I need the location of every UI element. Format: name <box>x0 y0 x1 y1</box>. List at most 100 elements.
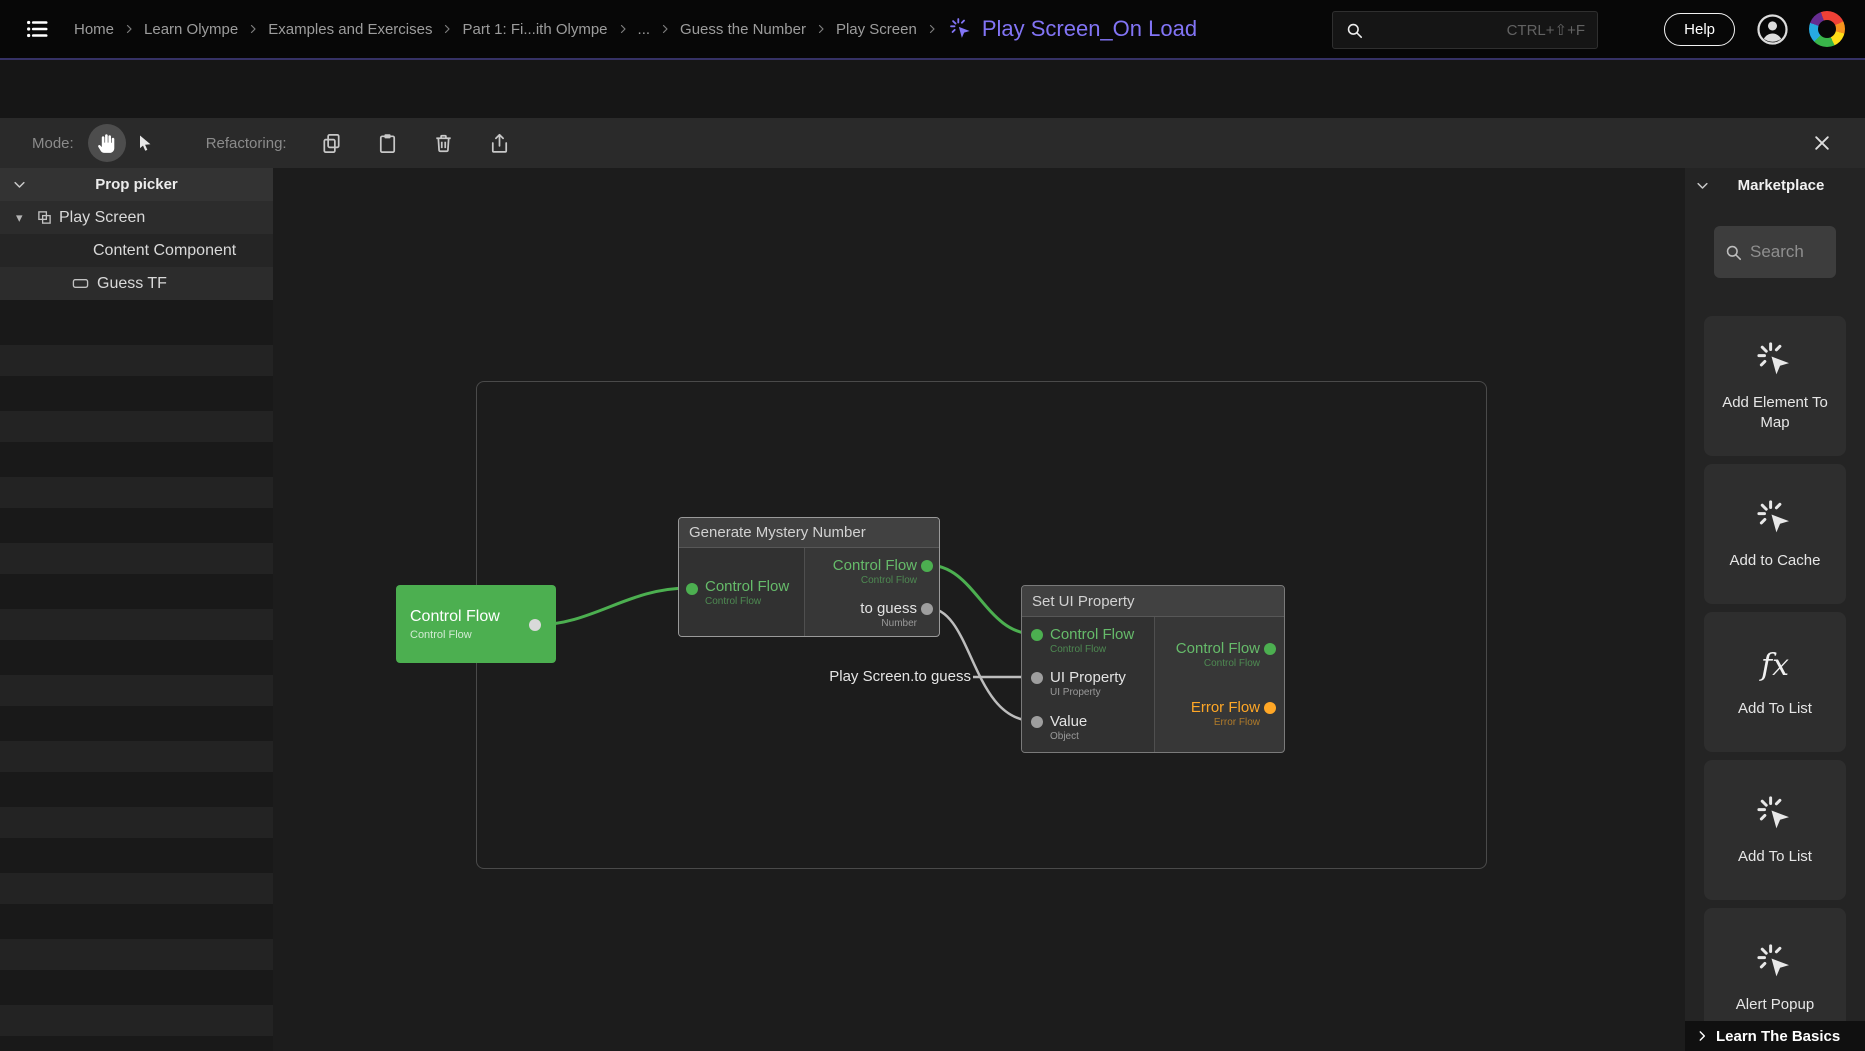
marketplace-title: Marketplace <box>1737 176 1825 194</box>
breadcrumb-item[interactable]: ... <box>637 20 651 38</box>
value-annotation[interactable]: Play Screen.to guess <box>829 668 971 685</box>
fx-icon: fx <box>1760 647 1790 683</box>
breadcrumb-item[interactable]: Learn Olympe <box>144 20 239 38</box>
marketplace-card-add-element-to-map[interactable]: Add Element To Map <box>1704 316 1846 456</box>
chevron-right-icon <box>1695 1029 1709 1043</box>
learn-the-basics-label: Learn The Basics <box>1716 1027 1841 1045</box>
search-input[interactable] <box>1372 21 1499 39</box>
app-logo[interactable] <box>1809 11 1845 47</box>
node-control-flow-start[interactable]: Control Flow Control Flow <box>396 585 556 663</box>
port-output-control-flow: Control Flow Control Flow <box>832 557 917 586</box>
tree-item-play-screen[interactable]: ▾ Play Screen <box>0 201 273 234</box>
port-dot-input[interactable] <box>686 583 698 595</box>
prop-picker-panel: Prop picker ▾ Play Screen Content Compon… <box>0 168 273 1051</box>
pan-tool-button[interactable] <box>87 124 126 162</box>
help-button[interactable]: Help <box>1664 12 1735 46</box>
breadcrumb-item[interactable]: Examples and Exercises <box>268 20 433 38</box>
export-button[interactable] <box>485 128 515 158</box>
port-dot-output[interactable] <box>1264 702 1276 714</box>
tree-item-label: Content Component <box>93 241 237 259</box>
port-output-error-flow: Error Flow Error Flow <box>1190 699 1260 728</box>
breadcrumb-item[interactable]: Play Screen <box>835 20 917 38</box>
avatar-icon <box>1756 13 1788 45</box>
textfield-icon <box>72 279 89 288</box>
port-dot-output[interactable] <box>529 619 541 631</box>
search-icon <box>1345 21 1364 40</box>
cursor-click-icon <box>1754 793 1796 835</box>
marketplace-card-add-to-cache[interactable]: Add to Cache <box>1704 464 1846 604</box>
port-input-control-flow: Control Flow Control Flow <box>705 578 790 607</box>
chevron-right-icon <box>659 23 671 35</box>
marketplace-card-add-to-list[interactable]: fx Add To List <box>1704 612 1846 752</box>
menu-icon <box>27 20 48 38</box>
port-dot-input[interactable] <box>1031 672 1043 684</box>
close-editor-button[interactable] <box>1805 126 1839 160</box>
card-label: Alert Popup <box>1735 995 1815 1013</box>
expand-caret-icon[interactable]: ▾ <box>16 209 23 225</box>
port-input-value: Value Object <box>1050 713 1088 742</box>
collapse-chevron-icon[interactable] <box>12 177 27 192</box>
paste-icon <box>380 133 396 153</box>
account-button[interactable] <box>1753 10 1791 48</box>
search-shortcut: CTRL+⇧+F <box>1506 22 1585 39</box>
marketplace-card-add-to-list-2[interactable]: Add To List <box>1704 760 1846 900</box>
node-title: Generate Mystery Number <box>679 518 939 548</box>
node-generate-mystery-number[interactable]: Generate Mystery Number Control Flow Con… <box>678 517 940 637</box>
port-dot-output[interactable] <box>1264 643 1276 655</box>
duplicate-button[interactable] <box>317 128 347 158</box>
hand-icon <box>97 134 115 153</box>
mode-label: Mode: <box>32 134 74 152</box>
cursor-click-icon <box>1754 497 1796 539</box>
select-tool-button[interactable] <box>126 124 164 162</box>
port-output-to-guess: to guess Number <box>860 600 917 629</box>
prop-picker-header: Prop picker <box>0 168 273 201</box>
node-set-ui-property[interactable]: Set UI Property Control Flow Control Flo… <box>1021 585 1285 753</box>
wire-to-guess-value[interactable] <box>927 606 1035 723</box>
chevron-right-icon <box>815 23 827 35</box>
breadcrumb-item[interactable]: Guess the Number <box>680 20 806 38</box>
cursor-click-icon <box>948 16 974 42</box>
tree-item-content-component[interactable]: Content Component <box>0 234 273 267</box>
function-frame <box>476 381 1487 869</box>
chevron-right-icon <box>123 23 135 35</box>
card-label: Add To List <box>1738 699 1812 717</box>
delete-button[interactable] <box>429 128 459 158</box>
chevron-right-icon <box>926 23 938 35</box>
learn-the-basics-bar[interactable]: Learn The Basics <box>1685 1021 1865 1051</box>
top-bar: Home Learn Olympe Examples and Exercises… <box>0 0 1865 60</box>
page-title: Play Screen_On Load <box>981 16 1198 41</box>
prop-picker-title: Prop picker <box>95 176 178 193</box>
duplicate-icon <box>323 133 340 153</box>
chevron-right-icon <box>247 23 259 35</box>
breadcrumb-item[interactable]: Part 1: Fi...ith Olympe <box>462 20 608 38</box>
cursor-click-icon <box>1754 941 1796 983</box>
flow-canvas[interactable]: Control Flow Control Flow Generate Myste… <box>273 168 1685 1051</box>
node-title: Set UI Property <box>1022 586 1284 617</box>
search-icon <box>1724 243 1743 262</box>
tree-item-label: Play Screen <box>59 208 146 226</box>
port-dot-input[interactable] <box>1031 629 1043 641</box>
port-dot-output[interactable] <box>921 560 933 572</box>
component-icon <box>38 211 51 224</box>
breadcrumb-item[interactable]: Home <box>74 20 115 38</box>
editor-toolbar: Mode: Refactoring: <box>0 118 1865 168</box>
cursor-arrow-icon <box>139 135 151 151</box>
wire-control-flow[interactable] <box>927 563 1035 636</box>
node-title: Control Flow <box>410 607 500 625</box>
port-dot-input[interactable] <box>1031 716 1043 728</box>
global-search[interactable]: CTRL+⇧+F <box>1332 11 1598 49</box>
trash-icon <box>436 134 451 152</box>
marketplace-search-input[interactable] <box>1750 242 1804 262</box>
tree-item-guess-tf[interactable]: Guess TF <box>0 267 273 300</box>
collapse-chevron-icon[interactable] <box>1695 178 1710 193</box>
port-dot-output[interactable] <box>921 603 933 615</box>
card-label: Add to Cache <box>1729 551 1821 569</box>
port-output-control-flow: Control Flow Control Flow <box>1175 640 1260 669</box>
port-input-control-flow: Control Flow Control Flow <box>1050 626 1135 655</box>
tab-strip <box>0 60 1865 118</box>
marketplace-search[interactable] <box>1714 226 1836 278</box>
menu-button[interactable] <box>20 12 54 46</box>
marketplace-panel: Marketplace Add Element To Map Add to Ca… <box>1685 168 1865 1051</box>
paste-button[interactable] <box>373 128 403 158</box>
chevron-right-icon <box>441 23 453 35</box>
